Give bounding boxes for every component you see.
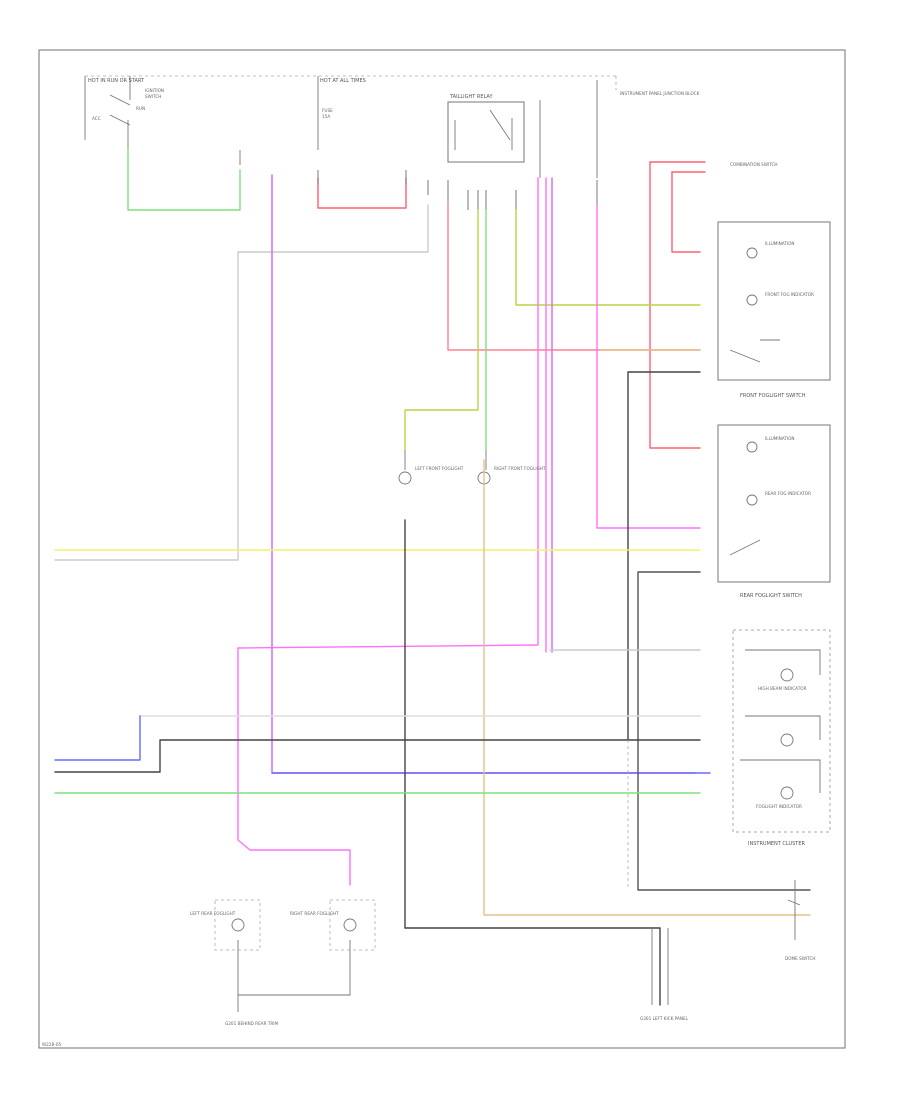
left-rear-fog-lamp — [231, 918, 245, 932]
wire-black-ground-main — [404, 927, 661, 1006]
front-indicator-lamp — [746, 294, 758, 306]
rear-indicator-label: REAR FOG INDICATOR — [765, 491, 811, 496]
right-front-fog-label: RIGHT FRONT FOGLIGHT — [494, 466, 546, 471]
cluster-indicator-1 — [780, 668, 794, 682]
front-illum-lamp — [746, 247, 758, 259]
right-rear-fog-label: RIGHT REAR FOGLIGHT — [290, 911, 339, 916]
rear-indicator-lamp — [746, 494, 758, 506]
rear-illum-lamp — [746, 441, 758, 453]
ignition-switch-label: SWITCH — [145, 94, 161, 99]
wire-green-mid — [404, 209, 479, 451]
dome-switch-label: DOME SWITCH — [785, 956, 816, 961]
fuse-label: FUSE — [322, 108, 333, 113]
relay-box-label: TAILLIGHT RELAY — [449, 94, 493, 100]
ground-left-label: G201 BEHIND REAR TRIM — [225, 1021, 279, 1026]
dome-switch-symbol — [787, 880, 801, 940]
rear-switch-contact — [729, 539, 761, 556]
rear-lamp-dashed-right — [329, 899, 376, 951]
wire-black-rear — [637, 571, 811, 891]
front-indicator-label: FRONT FOG INDICATOR — [765, 292, 814, 297]
relay-switch-symbol — [489, 109, 513, 150]
diagram-frame — [38, 49, 846, 1049]
cluster-wires — [740, 649, 821, 793]
wire-black-left — [54, 739, 701, 773]
front-switch-label: FRONT FOGLIGHT SWITCH — [740, 393, 806, 399]
left-front-fog-lamp — [398, 471, 412, 485]
wire-red-right-2 — [671, 171, 701, 253]
ground-fork — [651, 928, 669, 1005]
front-illum-label: ILLUMINATION — [765, 241, 795, 246]
front-switch-box — [717, 221, 831, 381]
cluster-indicator-3 — [780, 786, 794, 800]
top-mid-fuse-label: HOT AT ALL TIMES — [320, 78, 366, 84]
wire-magenta-rear — [596, 204, 701, 529]
rear-lamp-ground-wire — [237, 940, 351, 996]
combo-switch-label: COMBINATION SWITCH — [730, 162, 778, 167]
instrument-cluster-label: INSTRUMENT CLUSTER — [748, 841, 806, 847]
top-left-fuse-label: HOT IN RUN OR START — [88, 78, 145, 84]
cluster-ind-label: HIGH BEAM INDICATOR — [758, 686, 807, 691]
wire-gray-left — [237, 204, 429, 561]
fuse-amp-label: 15A — [322, 114, 330, 119]
instrument-cluster-box — [732, 629, 831, 833]
run-label: RUN — [136, 106, 145, 111]
taillight-relay-box — [447, 101, 525, 163]
wire-green-ignition — [127, 149, 241, 211]
acc-label: ACC — [92, 116, 101, 121]
connector-row-top — [317, 170, 598, 210]
left-rear-fog-label: LEFT REAR FOGLIGHT — [190, 911, 236, 916]
left-front-fog-label: LEFT FRONT FOGLIGHT — [415, 466, 464, 471]
right-rear-fog-lamp — [343, 918, 357, 932]
wire-red-top — [317, 177, 407, 209]
wire-yellowgreen — [515, 209, 701, 306]
page-ref: W22B-05 — [42, 1042, 62, 1047]
wire-magenta-loop — [237, 177, 539, 886]
ground-right-label: G301 LEFT KICK PANEL — [640, 1016, 689, 1021]
rear-lamp-dashed-left — [214, 899, 261, 951]
rear-switch-box — [717, 424, 831, 583]
wire-black-front — [627, 371, 701, 741]
ignition-label: IGNITION — [145, 88, 164, 93]
rear-illum-label: ILLUMINATION — [765, 436, 795, 441]
junction-label: INSTRUMENT PANEL JUNCTION BLOCK — [620, 91, 700, 96]
top-mid-fuse-section: HOT AT ALL TIMES FUSE 15A — [317, 76, 366, 150]
wire-red-right-1 — [649, 161, 701, 449]
front-switch-contact — [729, 339, 780, 363]
cluster-ind2-label: FOGLIGHT INDICATOR — [756, 804, 802, 809]
cluster-indicator-2 — [780, 733, 794, 747]
rear-switch-label: REAR FOGLIGHT SWITCH — [740, 593, 802, 599]
ignition-switch-section: HOT IN RUN OR START IGNITION SWITCH ACC … — [84, 76, 164, 150]
wire-blue-left — [54, 715, 141, 761]
